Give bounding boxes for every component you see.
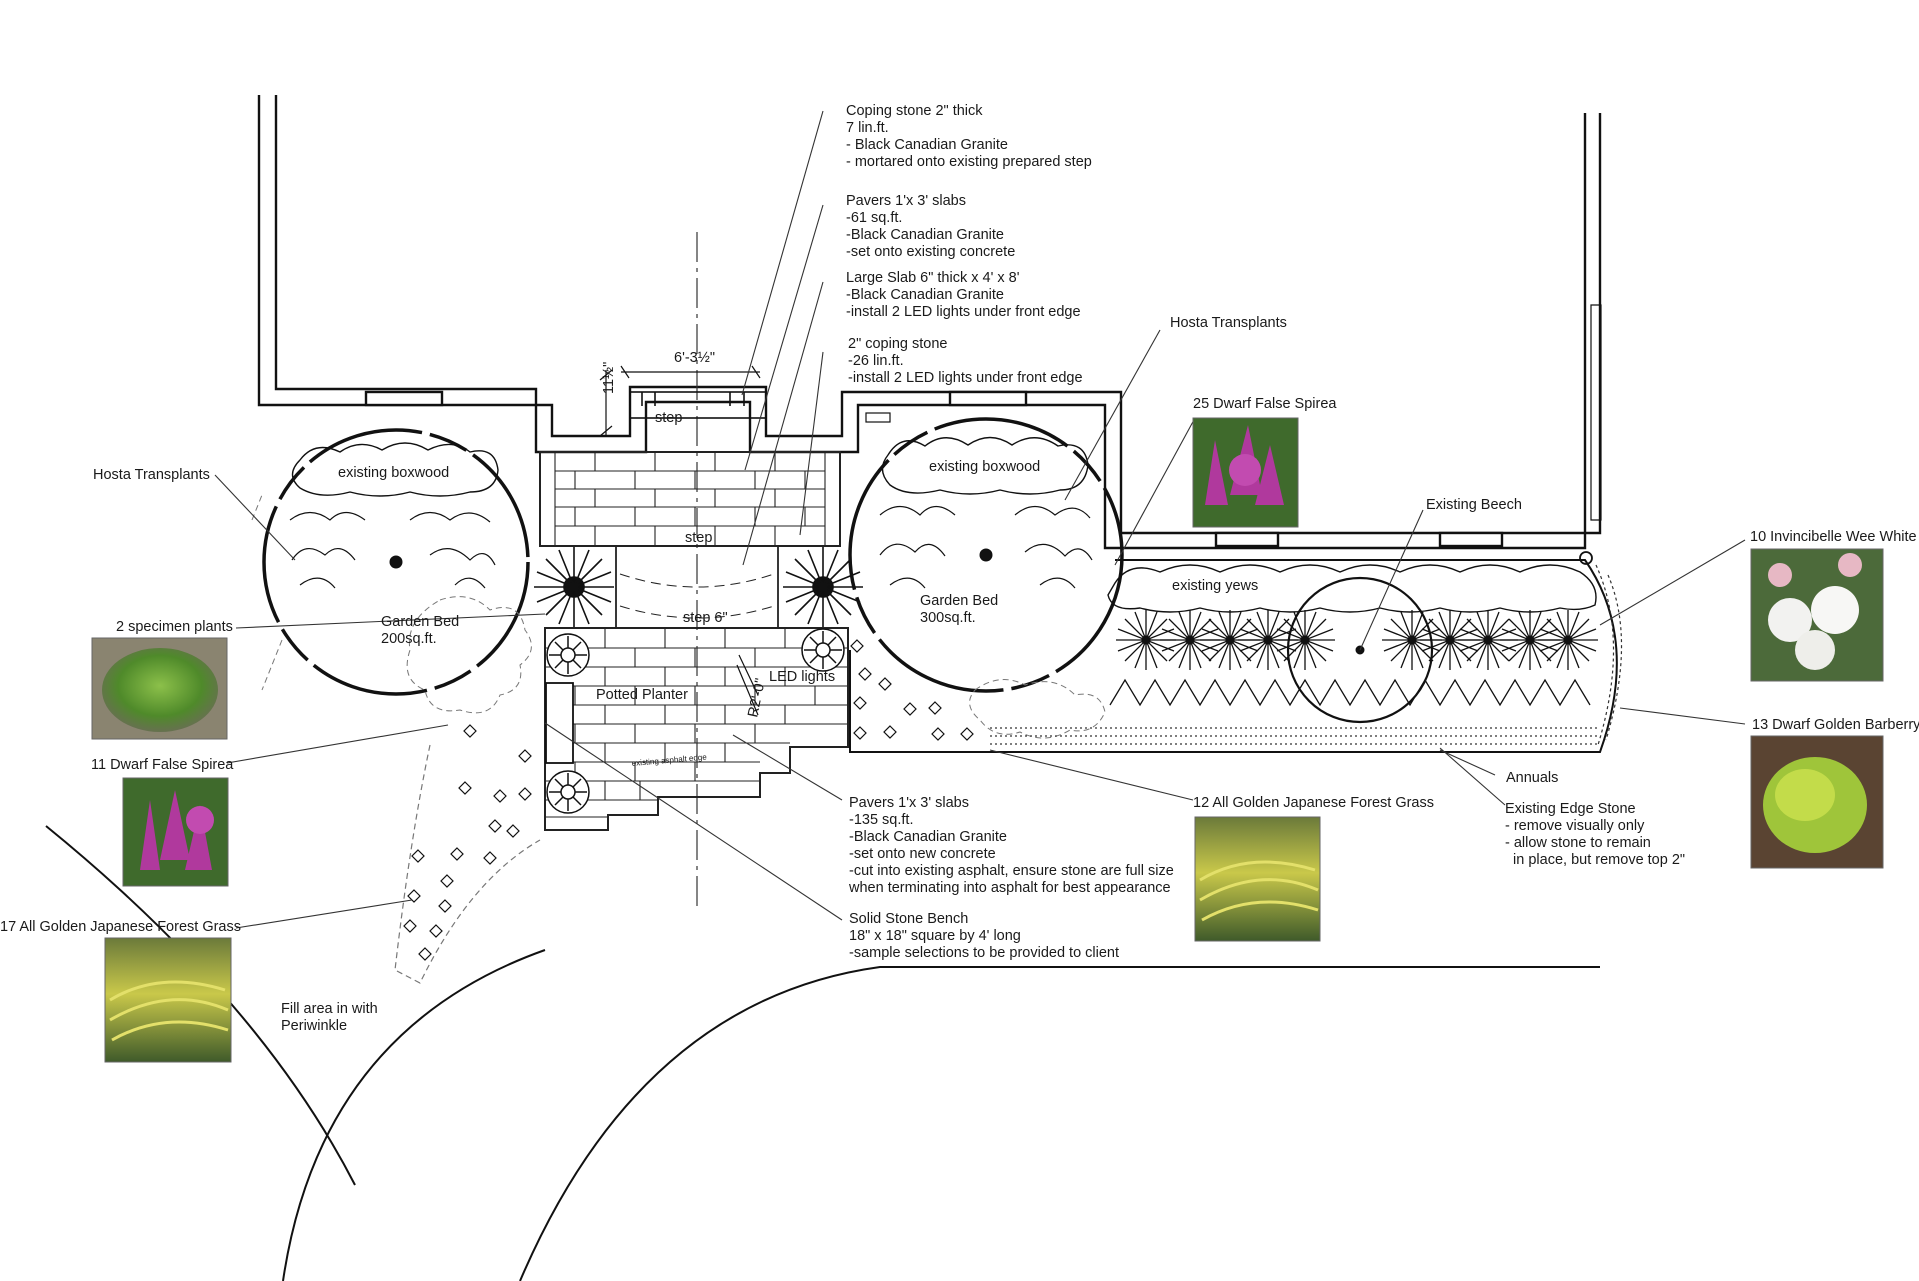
plant-label-barberry: 13 Dwarf Golden Barberry [1752, 717, 1919, 733]
radius-label: R2'-0" [745, 677, 769, 719]
annuals-row [990, 564, 1623, 746]
garden-bed-right-name: Garden Bed [920, 593, 998, 609]
note-pavers-top: Pavers 1'x 3' slabs -61 sq.ft. -Black Ca… [846, 193, 1015, 260]
svg-text:Solid Stone Bench: Solid Stone Bench [849, 911, 968, 927]
svg-text:Pavers 1'x 3' slabs: Pavers 1'x 3' slabs [849, 795, 969, 811]
svg-text:-set onto new concrete: -set onto new concrete [849, 846, 996, 862]
specimen-plant-photo [91, 637, 228, 740]
svg-text:-Black Canadian Granite: -Black Canadian Granite [849, 829, 1007, 845]
note-pavers-bottom: Pavers 1'x 3' slabs -135 sq.ft. -Black C… [848, 795, 1174, 896]
svg-text:-61 sq.ft.: -61 sq.ft. [846, 210, 902, 226]
leader-lines [214, 110, 1746, 929]
stone-bench [545, 682, 574, 764]
driveway-edges [45, 825, 1600, 1281]
asphalt-edge-label: existing asphalt edge [631, 752, 707, 768]
forest-grass-symbols [1109, 610, 1598, 707]
fill-area-line2: Periwinkle [281, 1018, 347, 1034]
svg-text:-Black Canadian Granite: -Black Canadian Granite [846, 227, 1004, 243]
svg-text:-26 lin.ft.: -26 lin.ft. [848, 353, 904, 369]
boxwood-left-label: existing boxwood [338, 465, 449, 481]
step-low-label: step 6" [683, 610, 728, 626]
yews-bed [849, 551, 1618, 753]
svg-text:2" coping stone: 2" coping stone [848, 336, 947, 352]
potted-planters [546, 628, 845, 814]
svg-text:-sample selections to be provi: -sample selections to be provided to cli… [849, 945, 1119, 961]
garden-bed-left-name: Garden Bed [381, 614, 459, 630]
spirea-photo-left [122, 777, 229, 887]
svg-text:Large Slab 6" thick x 4' x 8': Large Slab 6" thick x 4' x 8' [846, 270, 1020, 286]
note-stone-bench: Solid Stone Bench 18" x 18" square by 4'… [849, 911, 1119, 961]
annuals-label: Annuals [1506, 770, 1558, 786]
step-top-label: step [655, 410, 682, 426]
plant-label-spirea-right: 25 Dwarf False Spirea [1193, 396, 1337, 412]
svg-text:7 lin.ft.: 7 lin.ft. [846, 120, 889, 136]
plant-label-specimen: 2 specimen plants [116, 619, 233, 635]
note-coping-2in: 2" coping stone -26 lin.ft. -install 2 L… [848, 336, 1083, 386]
svg-text:-install 2 LED lights under fr: -install 2 LED lights under front edge [848, 370, 1083, 386]
svg-text:- allow stone to remain: - allow stone to remain [1505, 835, 1651, 851]
dim-height-label: 11½" [601, 362, 617, 394]
plant-label-spirea-left: 11 Dwarf False Spirea [91, 757, 234, 773]
hosta-left-label: Hosta Transplants [93, 467, 210, 483]
coping-stone-top [629, 391, 767, 419]
hosta-right-label: Hosta Transplants [1170, 315, 1287, 331]
svg-text:-135 sq.ft.: -135 sq.ft. [849, 812, 913, 828]
pavers-upper [539, 451, 841, 547]
svg-text:-cut into existing asphalt, en: -cut into existing asphalt, ensure stone… [849, 863, 1174, 879]
note-large-slab: Large Slab 6" thick x 4' x 8' -Black Can… [846, 270, 1081, 320]
beech-label: Existing Beech [1426, 497, 1522, 513]
potted-planter-label: Potted Planter [596, 687, 688, 703]
garden-bed-right-area: 300sq.ft. [920, 610, 976, 626]
grass-photo-right [1194, 816, 1321, 942]
svg-text:in place, but remove top 2": in place, but remove top 2" [1505, 852, 1685, 868]
garden-bed-right [848, 417, 1124, 739]
garden-bed-left [251, 428, 532, 714]
garden-bed-left-area: 200sq.ft. [381, 631, 437, 647]
svg-text:Existing Edge Stone: Existing Edge Stone [1505, 801, 1636, 817]
svg-text:- remove visually only: - remove visually only [1505, 818, 1645, 834]
pavers-lower [544, 627, 849, 831]
svg-text:Pavers 1'x 3' slabs: Pavers 1'x 3' slabs [846, 193, 966, 209]
boxwood-right-label: existing boxwood [929, 459, 1040, 475]
plant-photos [91, 417, 1884, 1063]
plant-label-grass-right: 12 All Golden Japanese Forest Grass [1193, 795, 1434, 811]
svg-text:-set onto existing concrete: -set onto existing concrete [846, 244, 1015, 260]
hydrangea-photo [1750, 548, 1884, 682]
note-coping-stone: Coping stone 2" thick 7 lin.ft. - Black … [846, 103, 1092, 170]
spirea-photo-right [1192, 417, 1299, 528]
led-lights-label: LED lights [769, 669, 835, 685]
specimen-plant-symbols [534, 547, 863, 627]
yews-label: existing yews [1172, 578, 1258, 594]
periwinkle-symbols [394, 639, 974, 984]
dimension-lines [599, 365, 761, 716]
plant-label-hydrangea: 10 Invincibelle Wee White H [1750, 529, 1919, 545]
annotation-notes: Coping stone 2" thick 7 lin.ft. - Black … [846, 103, 1685, 961]
plan-labels: existing boxwood existing boxwood Hosta … [93, 315, 1558, 1034]
svg-text:when terminating into asphalt: when terminating into asphalt for best a… [848, 880, 1171, 896]
dim-width-label: 6'-3½" [674, 350, 715, 366]
grass-photo-left [104, 937, 232, 1063]
svg-text:- mortared onto existing prepa: - mortared onto existing prepared step [846, 154, 1092, 170]
barberry-photo [1750, 735, 1884, 869]
note-edge-stone: Existing Edge Stone - remove visually on… [1505, 801, 1685, 868]
svg-text:18" x 18" square by 4' long: 18" x 18" square by 4' long [849, 928, 1021, 944]
svg-text:Coping stone 2" thick: Coping stone 2" thick [846, 103, 983, 119]
plant-callouts: 2 specimen plants 11 Dwarf False Spirea … [0, 396, 1919, 935]
svg-text:- Black Canadian Granite: - Black Canadian Granite [846, 137, 1008, 153]
step-mid-label: step [685, 530, 712, 546]
svg-text:-install 2 LED lights under fr: -install 2 LED lights under front edge [846, 304, 1081, 320]
fill-area-line1: Fill area in with [281, 1001, 378, 1017]
svg-text:-Black Canadian Granite: -Black Canadian Granite [846, 287, 1004, 303]
plant-label-grass-left: 17 All Golden Japanese Forest Grass [0, 919, 241, 935]
